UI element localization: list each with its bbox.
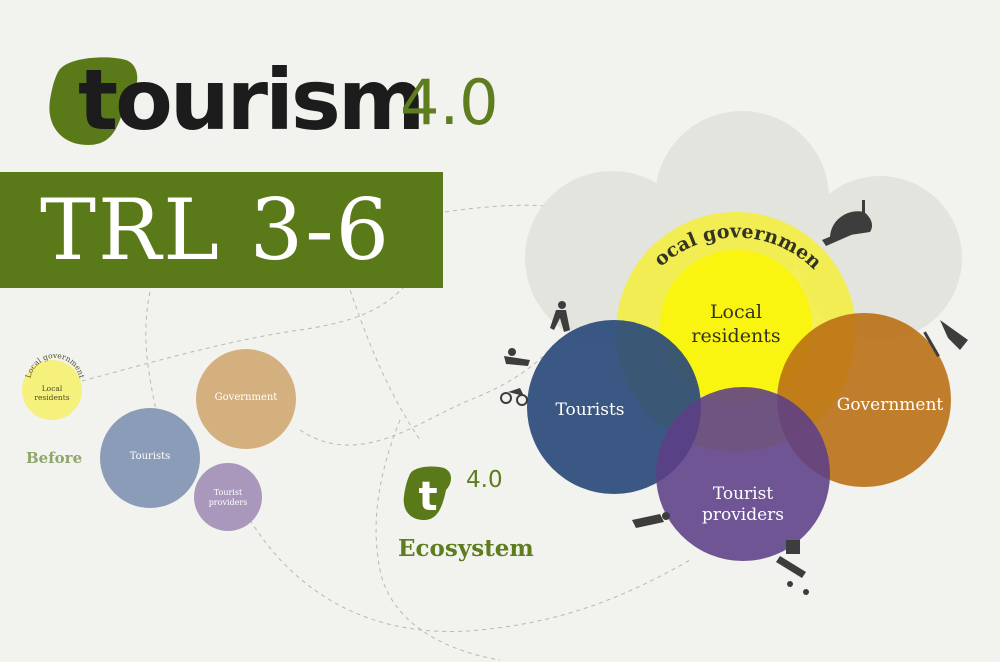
eco-badge-letter: t — [418, 474, 437, 520]
dashed-connectors — [81, 204, 691, 661]
decorative-silhouettes — [500, 200, 968, 595]
government-label: Government — [836, 395, 944, 415]
suitcase-person-icon — [504, 348, 530, 366]
before-circle-tourists — [100, 408, 200, 508]
ecosystem-label: Ecosystem — [398, 535, 534, 562]
trl-banner-text: TRL 3-6 — [40, 181, 392, 279]
tourism-logo — [49, 57, 138, 146]
eco-badge-version: 4.0 — [466, 467, 503, 493]
ecosystem-badge: t — [403, 466, 451, 520]
trl-banner — [0, 172, 443, 288]
worker-icon — [632, 512, 670, 528]
flag-icon — [923, 320, 968, 358]
capitol-dome-icon — [822, 200, 872, 246]
logo-version: 4.0 — [400, 66, 499, 139]
before-government-label: Government — [214, 392, 278, 403]
logo-badge-shape — [49, 57, 138, 146]
circle-local-residents — [660, 250, 812, 402]
logo-word: tourism — [78, 51, 425, 149]
local-residents-label: Local residents — [691, 301, 781, 347]
before-tourist-providers-label: Tourist providers — [208, 488, 248, 507]
cyclist-icon — [500, 388, 528, 406]
circle-tourist-providers — [656, 387, 830, 561]
before-circle-local — [22, 360, 82, 420]
walking-person-icon — [550, 301, 570, 332]
before-tourists-label: Tourists — [129, 451, 171, 462]
tourists-label: Tourists — [555, 400, 625, 420]
before-circle-government — [196, 349, 296, 449]
before-local-residents-label: Local residents — [34, 384, 70, 402]
before-circle-providers — [194, 463, 262, 531]
luggage-cart-icon — [776, 540, 809, 595]
circle-tourists — [527, 320, 701, 494]
tourist-providers-label: Tourist providers — [701, 484, 785, 525]
eco-badge-shape — [403, 466, 451, 520]
before-label: Before — [26, 449, 83, 467]
